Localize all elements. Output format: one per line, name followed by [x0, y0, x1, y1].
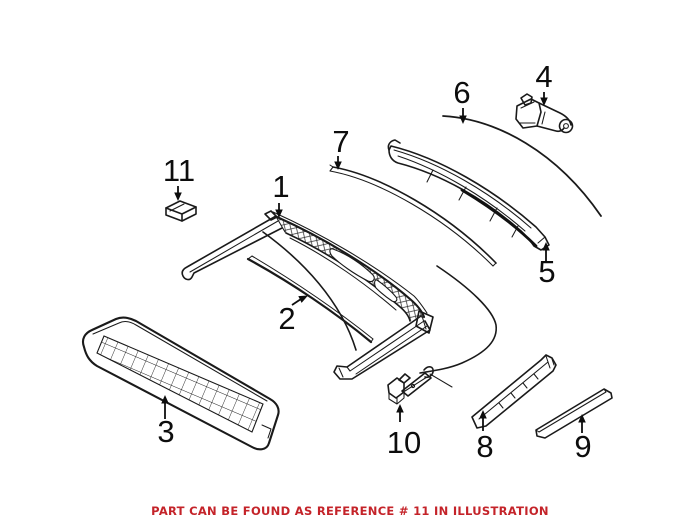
callout-5-arrowhead — [542, 242, 550, 251]
callout-7: 7 — [332, 124, 350, 170]
part-7-trim-strip-drawing — [329, 164, 497, 267]
callout-2-number: 2 — [278, 301, 295, 336]
frame-corner-joint — [415, 310, 434, 334]
part-8-guide-rail-drawing — [471, 354, 557, 429]
callout-11-arrowhead — [174, 192, 182, 201]
frame-corner-notch — [264, 210, 278, 221]
callout-7-arrowhead — [334, 161, 342, 170]
callout-10: 10 — [387, 404, 421, 460]
callout-10-number: 10 — [387, 425, 421, 460]
callout-10-arrowhead — [396, 404, 404, 413]
callout-6: 6 — [453, 75, 471, 124]
part-6-cable-drawing — [442, 115, 602, 217]
part-10-bracket-drawing — [387, 366, 434, 405]
callout-8-arrowhead — [479, 410, 487, 419]
part-11-clip-drawing — [165, 200, 197, 222]
callout-6-arrowhead — [459, 115, 467, 124]
callout-4-arrowhead — [540, 97, 548, 106]
panel-outline — [81, 316, 280, 451]
panel-mesh — [96, 335, 264, 433]
frame-left-rail — [181, 215, 283, 281]
callout-9-arrowhead — [578, 414, 586, 423]
drive-cable-curve — [419, 265, 497, 388]
callout-3: 3 — [157, 395, 175, 449]
frame-bottom-rail — [333, 315, 431, 380]
callout-3-arrowhead — [161, 395, 169, 404]
callout-3-number: 3 — [157, 414, 174, 449]
callout-11-number: 11 — [163, 153, 195, 188]
callout-5-number: 5 — [538, 254, 555, 289]
part-3-mesh-panel-drawing — [81, 316, 280, 451]
part-2-seal-strip-drawing — [246, 255, 374, 344]
callout-1: 1 — [272, 169, 290, 218]
callout-11: 11 — [163, 153, 195, 201]
callout-2-arrow — [291, 298, 302, 306]
callout-5: 5 — [538, 242, 556, 289]
deflector-seal-shading — [460, 188, 538, 248]
frame-band-panel — [329, 248, 375, 283]
callout-7-number: 7 — [332, 124, 349, 159]
part-5-deflector-rail-drawing — [387, 139, 550, 251]
part-9-cover-strip-drawing — [535, 388, 613, 439]
callout-9-number: 9 — [574, 429, 591, 464]
callout-8-number: 8 — [476, 429, 493, 464]
frame-band-panel-small — [374, 279, 398, 303]
callout-4-number: 4 — [535, 59, 552, 94]
reference-note: PART CAN BE FOUND AS REFERENCE # 11 IN I… — [151, 504, 549, 518]
part-4-motor-drawing — [515, 93, 574, 134]
callout-6-number: 6 — [453, 75, 470, 110]
callout-2: 2 — [278, 295, 308, 336]
callout-4: 4 — [535, 59, 553, 106]
callout-1-arrowhead — [275, 209, 283, 218]
frame-opening-edge — [262, 231, 357, 351]
callout-2-arrowhead — [298, 295, 308, 303]
callout-9: 9 — [574, 414, 592, 464]
part-1-sunroof-frame-drawing — [181, 210, 434, 380]
callout-1-number: 1 — [272, 169, 289, 204]
callout-8: 8 — [476, 410, 494, 464]
